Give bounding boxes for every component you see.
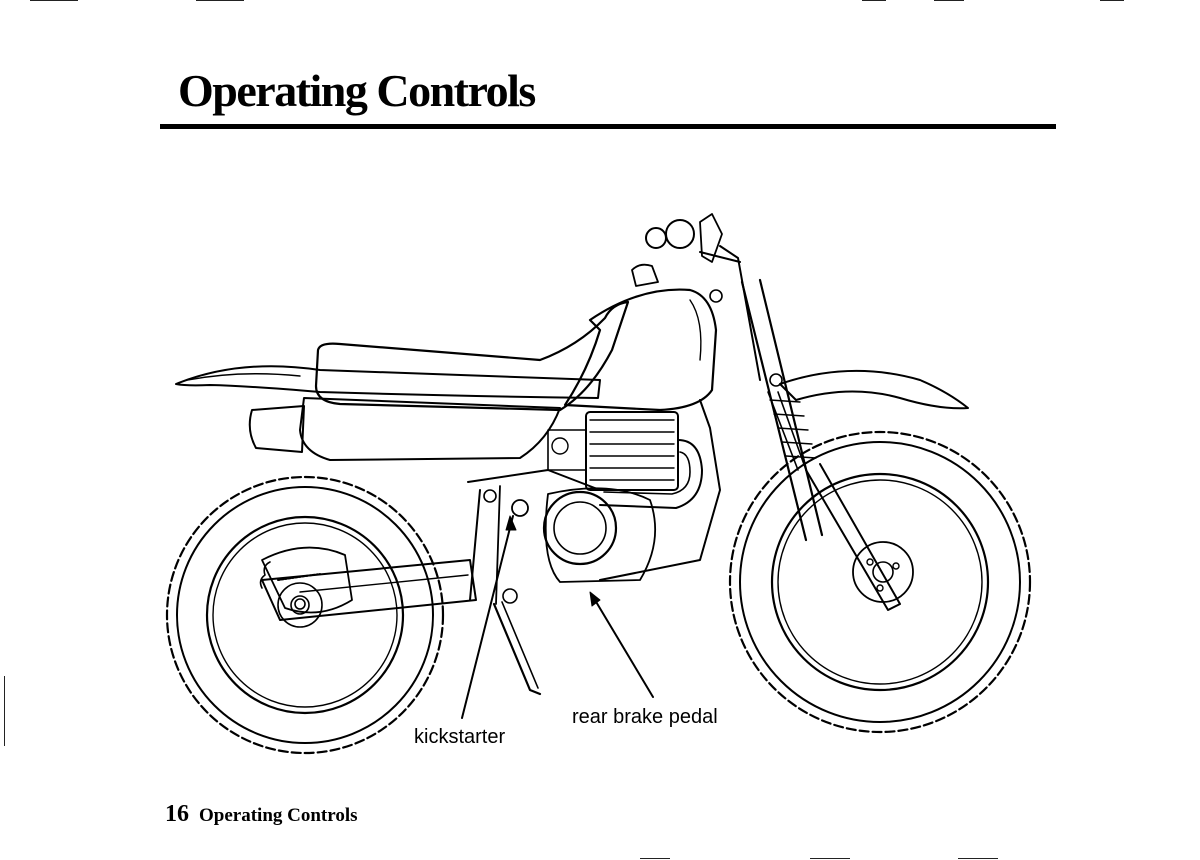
front-forks: [740, 278, 901, 611]
rear-fender: [175, 365, 601, 399]
scan-mark: [862, 0, 886, 1]
scan-mark: [640, 858, 670, 859]
title-rule: [160, 124, 1056, 129]
scan-mark: [810, 858, 850, 859]
handlebar: [645, 213, 761, 381]
frame: [467, 399, 721, 605]
scan-mark: [196, 0, 244, 1]
rear-brake-pedal-label: rear brake pedal: [572, 706, 718, 728]
scan-mark: [30, 0, 78, 1]
scan-mark: [958, 858, 998, 859]
page-title: Operating Controls: [178, 65, 536, 116]
kickstand: [492, 601, 542, 696]
swingarm: [259, 559, 477, 621]
front-wheel: [728, 430, 1032, 734]
scan-mark: [1100, 0, 1124, 1]
page-number: 16: [165, 801, 189, 827]
exhaust-pipe: [599, 439, 703, 509]
fuel-tank: [563, 263, 718, 412]
scan-mark: [934, 0, 964, 1]
rear-wheel: [165, 475, 445, 755]
footer-section-title: Operating Controls: [199, 805, 358, 826]
front-fender: [779, 369, 969, 410]
engine: [542, 411, 679, 583]
leader-lines: [461, 515, 654, 719]
side-panel: [248, 397, 561, 461]
page-footer: 16 Operating Controls: [165, 801, 358, 828]
scan-mark: [4, 676, 5, 746]
kickstarter-label: kickstarter: [414, 726, 506, 748]
